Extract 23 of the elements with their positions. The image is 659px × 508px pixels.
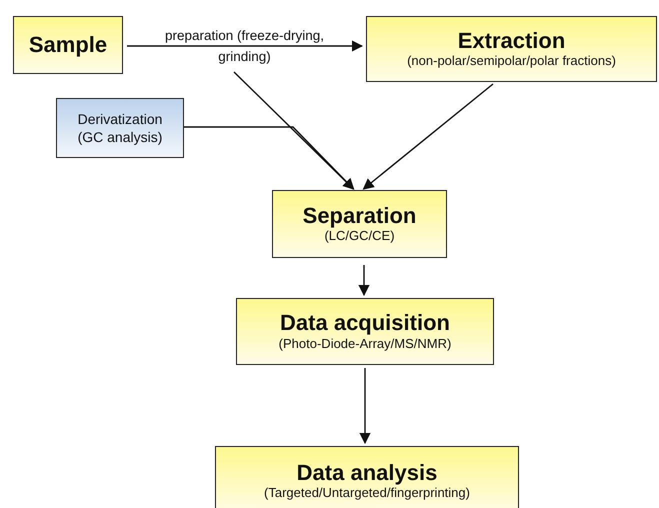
arrow xyxy=(359,368,371,444)
step-detail: (Photo-Diode-Array/MS/NMR) xyxy=(278,336,452,353)
step-detail: (Targeted/Untargeted/fingerprinting) xyxy=(264,485,470,502)
arrow xyxy=(362,83,494,190)
step-title: Sample xyxy=(28,32,108,58)
step-title: Data analysis xyxy=(296,460,438,486)
arrow xyxy=(234,72,354,190)
step-title: Data acquisition xyxy=(280,310,450,336)
step-detail: (LC/GC/CE) xyxy=(324,228,395,246)
arrow xyxy=(184,126,354,190)
step-box xyxy=(56,98,184,158)
step-title: Derivatization (GC analysis) xyxy=(76,110,164,146)
process-box xyxy=(366,16,657,82)
process-box xyxy=(13,16,123,74)
arrow xyxy=(127,40,364,52)
step-detail: (non-polar/semipolar/polar fractions) xyxy=(407,53,616,70)
edge-label: preparation (freeze-drying, grinding) xyxy=(164,27,326,66)
step-title: Separation xyxy=(302,202,416,228)
process-box xyxy=(215,446,519,508)
process-box xyxy=(236,298,494,365)
process-box xyxy=(272,190,447,258)
arrow xyxy=(358,265,370,296)
step-title: Extraction xyxy=(458,28,566,54)
